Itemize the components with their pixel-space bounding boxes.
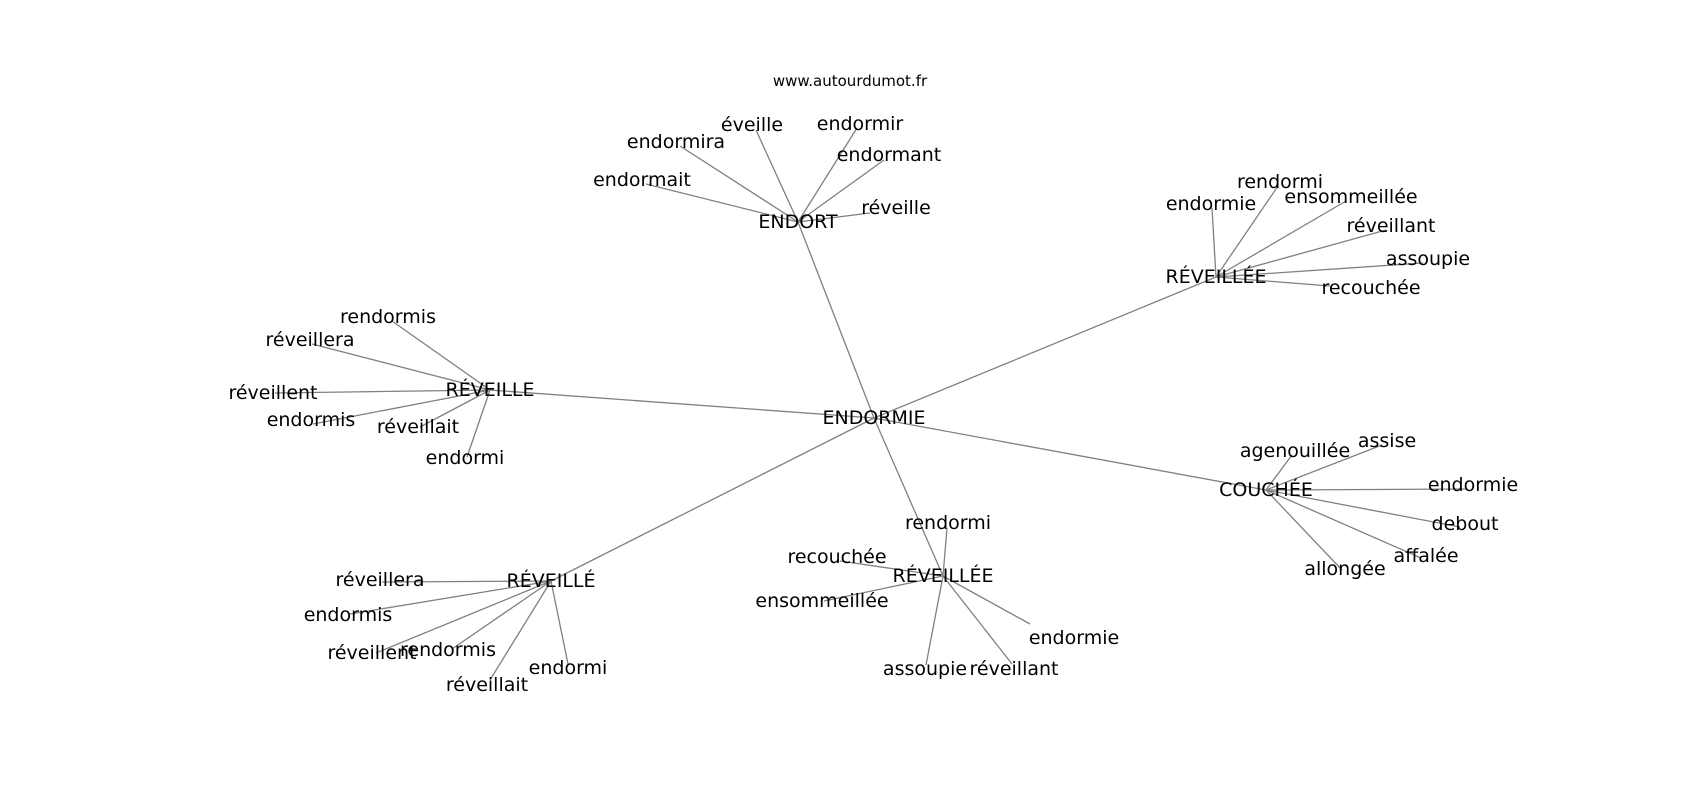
hub-node-endort[interactable]: ENDORT — [758, 211, 838, 233]
leaf-node-couchee[interactable]: debout — [1432, 513, 1499, 535]
center-node-label[interactable]: ENDORMIE — [822, 407, 925, 429]
leaf-node-endort[interactable]: réveille — [861, 197, 931, 219]
edge-reveille-left-leaf-2 — [274, 389, 491, 394]
edge-endort-leaf-1 — [797, 127, 858, 223]
edge-reveille-left-leaf-1 — [311, 343, 491, 391]
edge-endort-leaf-4 — [645, 183, 799, 223]
edge-reveillee-top-leaf-1 — [1211, 207, 1217, 278]
leaf-node-reveillee-top[interactable]: réveillant — [1347, 215, 1436, 237]
hub-node-reveillee-bottom[interactable]: RÉVEILLÉE — [893, 564, 994, 587]
leaf-node-reveillee-bottom[interactable]: recouchée — [787, 546, 886, 568]
leaf-node-endort[interactable]: éveille — [721, 114, 783, 136]
leaf-node-reveille-left[interactable]: rendormis — [340, 306, 436, 328]
edge-reveille-accent-leaf-1 — [349, 580, 552, 615]
edge-couchee-leaf-1 — [1265, 454, 1293, 491]
leaf-node-reveillee-top[interactable]: recouchée — [1321, 277, 1420, 299]
leaf-node-reveille-accent[interactable]: endormi — [529, 657, 608, 679]
edge-reveille-left-leaf-5 — [466, 389, 491, 458]
edge-reveillee-bottom-leaf-0 — [942, 527, 948, 577]
edge-couchee-leaf-2 — [1265, 488, 1468, 491]
edge-couchee-leaf-4 — [1265, 489, 1422, 559]
leaf-node-endort[interactable]: endormira — [627, 131, 725, 153]
edge-reveille-left-leaf-3 — [312, 389, 491, 425]
edge-endort-leaf-2 — [679, 145, 799, 223]
leaf-node-reveillee-top[interactable]: ensommeillée — [1284, 186, 1417, 208]
leaf-node-reveillee-bottom[interactable]: assoupie — [883, 658, 967, 680]
edge-center-reveillee-bottom — [873, 417, 944, 577]
leaf-node-reveille-left[interactable]: endormis — [267, 409, 356, 431]
edge-center-endort — [797, 221, 875, 419]
leaf-node-couchee[interactable]: assise — [1358, 430, 1416, 452]
leaf-node-couchee[interactable]: allongée — [1304, 558, 1385, 580]
leaf-node-endort[interactable]: endormait — [593, 169, 691, 191]
edge-reveillee-top-leaf-3 — [1215, 229, 1387, 278]
leaf-node-reveillee-top[interactable]: rendormi — [1237, 171, 1323, 193]
edge-couchee-leaf-5 — [1265, 489, 1343, 571]
edge-center-couchee — [873, 417, 1267, 491]
leaf-node-reveillee-top[interactable]: assoupie — [1386, 248, 1470, 270]
edge-reveillee-bottom-leaf-2 — [823, 575, 944, 602]
edge-reveille-accent-leaf-0 — [381, 580, 552, 583]
edge-reveille-left-leaf-4 — [419, 389, 491, 428]
edge-reveillee-top-leaf-0 — [1215, 185, 1279, 278]
edge-endort-leaf-3 — [797, 159, 885, 223]
leaf-node-endort[interactable]: endormir — [817, 113, 904, 135]
edge-reveillee-top-leaf-5 — [1215, 276, 1331, 287]
leaf-node-reveille-accent[interactable]: réveillent — [327, 642, 416, 664]
edge-reveillee-bottom-leaf-5 — [942, 575, 1013, 665]
edge-reveillee-top-leaf-2 — [1215, 200, 1347, 278]
edge-reveille-accent-leaf-3 — [375, 580, 552, 654]
edge-reveillee-bottom-leaf-4 — [925, 575, 944, 666]
leaf-node-reveille-accent[interactable]: réveillera — [336, 569, 425, 591]
edge-center-reveille-left — [489, 389, 875, 419]
leaf-node-reveillee-bottom[interactable]: endormie — [1029, 627, 1119, 649]
hub-node-couchee[interactable]: COUCHÉE — [1219, 478, 1313, 501]
leaf-node-reveillee-bottom[interactable]: réveillant — [970, 658, 1059, 680]
graph-labels: ENDORMIE ENDORT éveille endormir endormira en… — [228, 113, 1518, 696]
leaf-node-endort[interactable]: endormant — [837, 144, 942, 166]
edge-couchee-leaf-3 — [1265, 489, 1461, 528]
leaf-node-reveille-left[interactable]: endormi — [426, 447, 505, 469]
hub-node-reveillee-top[interactable]: RÉVEILLÉE — [1166, 265, 1267, 288]
edge-reveillee-top-leaf-4 — [1215, 262, 1424, 278]
leaf-node-reveille-accent[interactable]: réveillait — [446, 674, 528, 696]
leaf-node-reveille-left[interactable]: réveillait — [377, 416, 459, 438]
edge-reveille-accent-leaf-4 — [550, 580, 569, 665]
leaf-node-reveillee-bottom[interactable]: rendormi — [905, 512, 991, 534]
edge-reveille-left-leaf-0 — [391, 320, 491, 391]
hub-node-reveille-accent[interactable]: RÉVEILLÉ — [507, 569, 596, 592]
leaf-node-couchee[interactable]: agenouillée — [1240, 440, 1350, 462]
edge-center-reveille-accent — [550, 417, 875, 582]
edge-reveille-accent-leaf-5 — [489, 580, 552, 681]
hub-node-reveille-left[interactable]: RÉVEILLE — [446, 378, 535, 401]
leaf-node-couchee[interactable]: endormie — [1428, 474, 1518, 496]
edge-couchee-leaf-0 — [1265, 444, 1383, 491]
edge-reveillee-bottom-leaf-3 — [942, 575, 1031, 625]
leaf-node-reveille-left[interactable]: réveillent — [228, 382, 317, 404]
leaf-node-reveillee-bottom[interactable]: ensommeillée — [755, 590, 888, 612]
leaf-node-couchee[interactable]: affalée — [1393, 545, 1458, 567]
edge-endort-leaf-0 — [755, 129, 799, 223]
edge-reveille-accent-leaf-2 — [451, 580, 552, 650]
leaf-node-reveillee-top[interactable]: endormie — [1166, 193, 1256, 215]
graph-edges — [274, 127, 1468, 681]
leaf-node-reveille-accent[interactable]: endormis — [304, 604, 393, 626]
edge-endort-leaf-5 — [797, 212, 871, 223]
leaf-node-reveille-left[interactable]: réveillera — [266, 329, 355, 351]
leaf-node-reveille-accent[interactable]: rendormis — [400, 639, 496, 661]
edge-center-reveillee-top — [873, 276, 1217, 419]
edge-reveillee-bottom-leaf-1 — [839, 560, 944, 577]
